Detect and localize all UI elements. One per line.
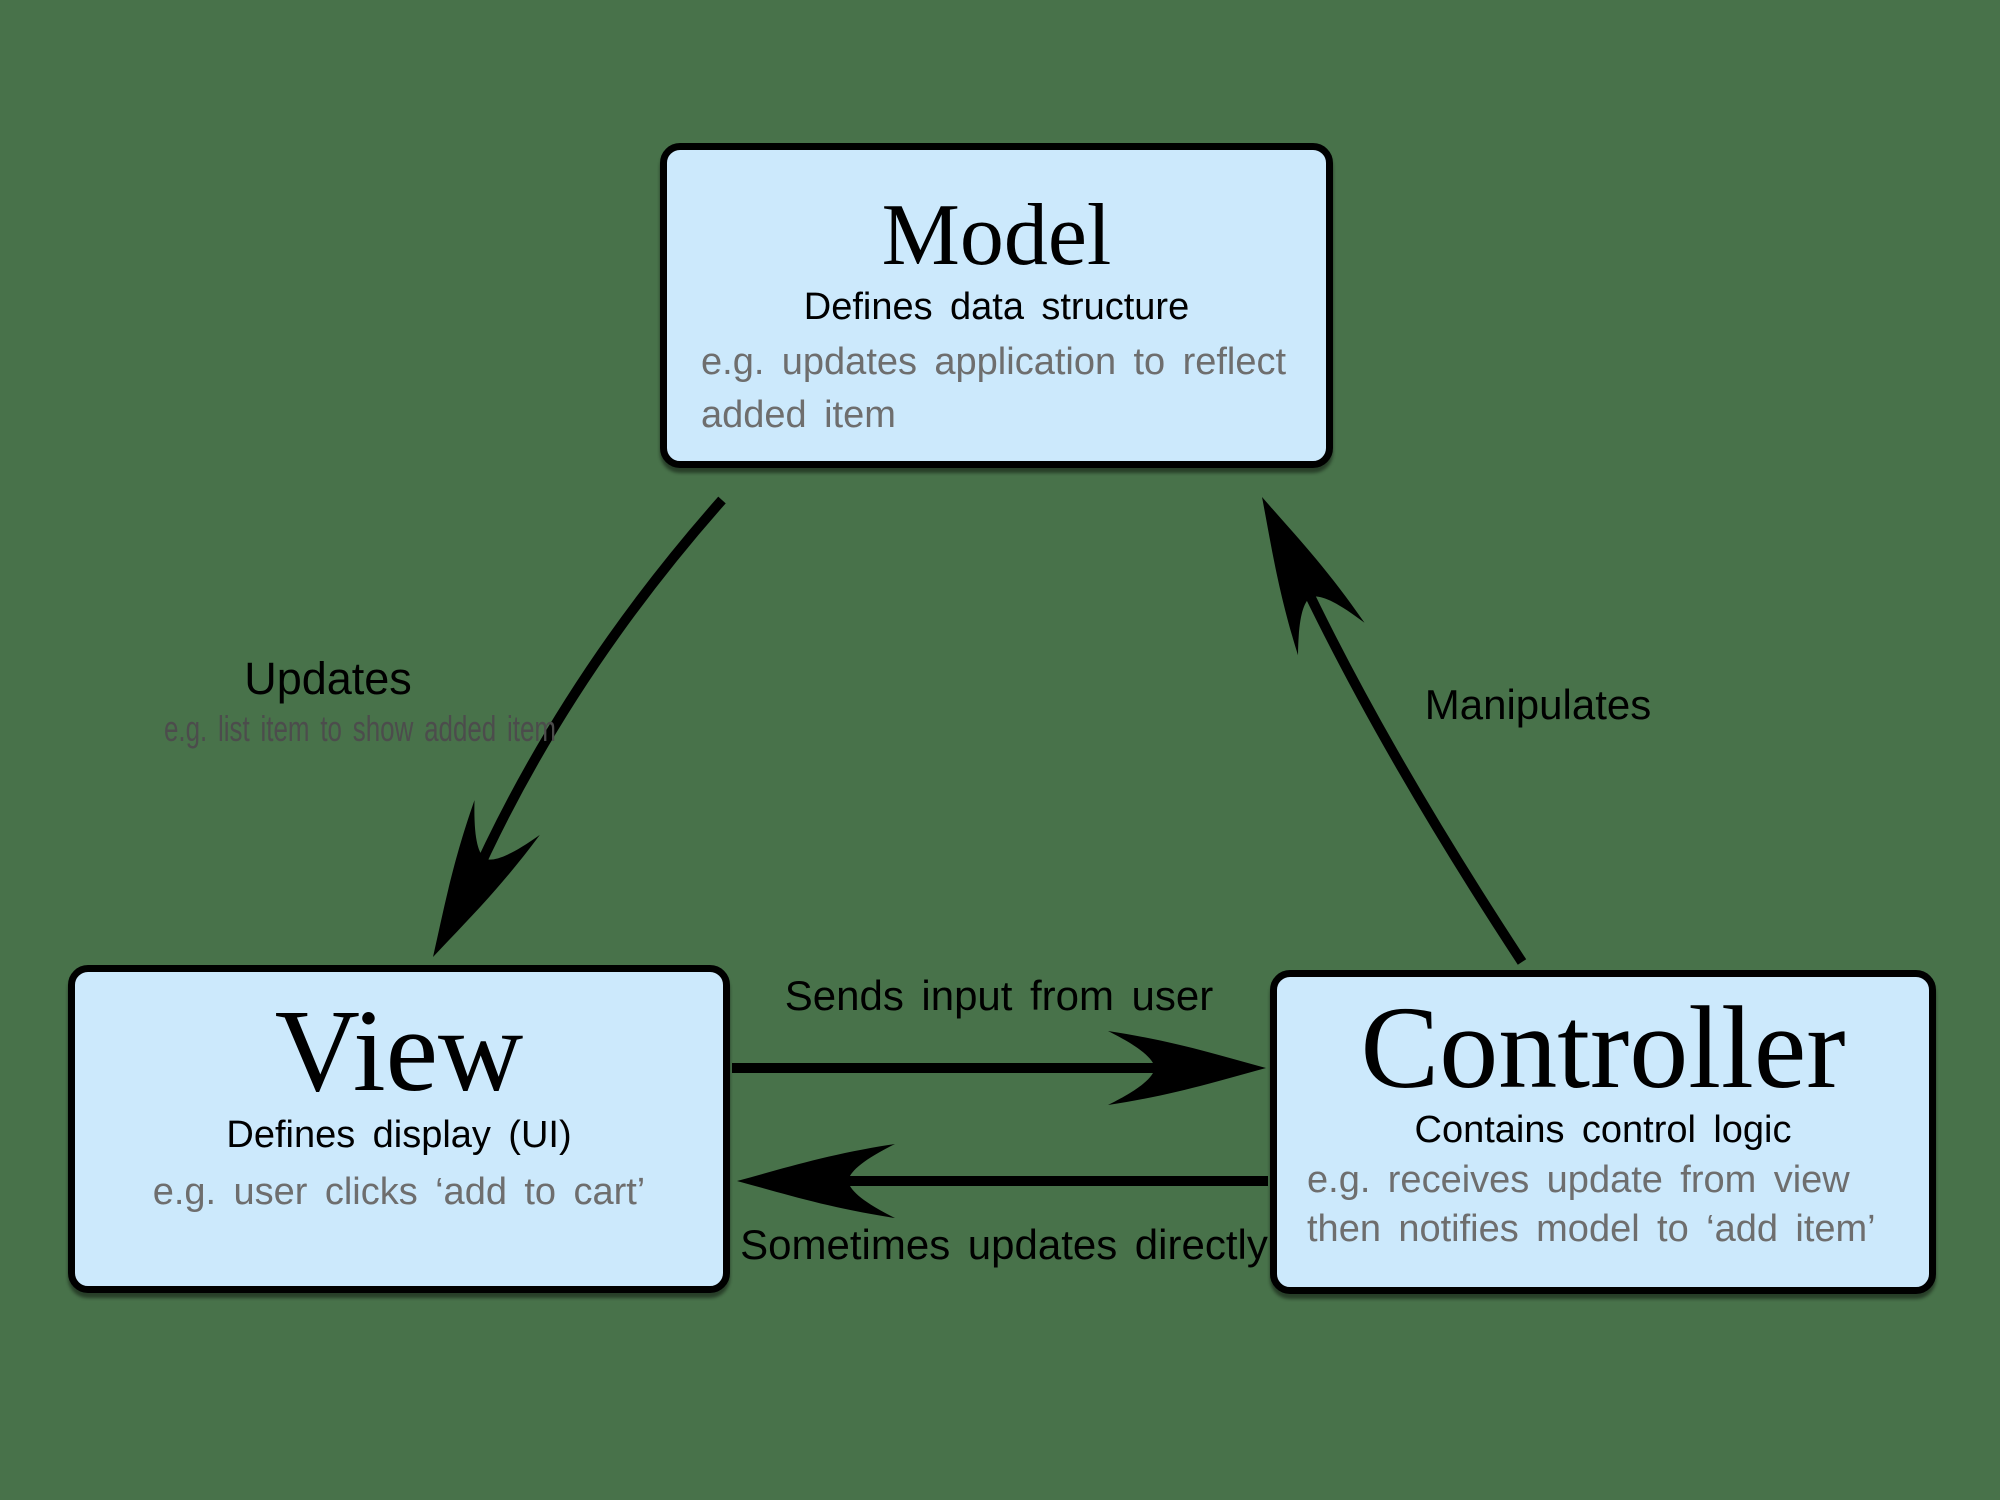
- model-title: Model: [881, 187, 1112, 284]
- controller-example-line2: then notifies model to ‘add item’: [1307, 1208, 1876, 1251]
- view-subtitle: Defines display (UI): [226, 1114, 572, 1156]
- updates-label: Updates: [244, 653, 412, 704]
- controller-example: e.g. receives update from view then noti…: [1277, 1156, 1929, 1255]
- updates-sublabel: e.g. list item to show added item: [163, 708, 557, 749]
- arrow-updates: [400, 496, 726, 975]
- controller-example-line1: e.g. receives update from view: [1307, 1158, 1850, 1201]
- manipulates-label: Manipulates: [1424, 681, 1652, 728]
- model-subtitle: Defines data structure: [803, 286, 1190, 328]
- node-view: View Defines display (UI) e.g. user clic…: [68, 965, 730, 1293]
- node-controller: Controller Contains control logic e.g. r…: [1270, 970, 1936, 1294]
- view-example: e.g. user clicks ‘add to cart’: [152, 1170, 646, 1213]
- controller-title: Controller: [1360, 982, 1846, 1113]
- model-example-line1: e.g. updates application to reflect: [701, 340, 1287, 383]
- model-example-line2: added item: [701, 393, 896, 436]
- arrow-manipulates: [1228, 480, 1527, 965]
- view-title: View: [274, 985, 524, 1116]
- arrow-sends-input: [732, 1031, 1266, 1105]
- controller-subtitle: Contains control logic: [1414, 1109, 1792, 1151]
- arrow-sometimes-updates: [737, 1144, 1268, 1218]
- node-model: Model Defines data structure e.g. update…: [660, 143, 1333, 468]
- sometimes-updates-label: Sometimes updates directly: [740, 1221, 1268, 1268]
- model-example: e.g. updates application to reflect adde…: [667, 336, 1326, 442]
- sends-input-label: Sends input from user: [784, 972, 1214, 1019]
